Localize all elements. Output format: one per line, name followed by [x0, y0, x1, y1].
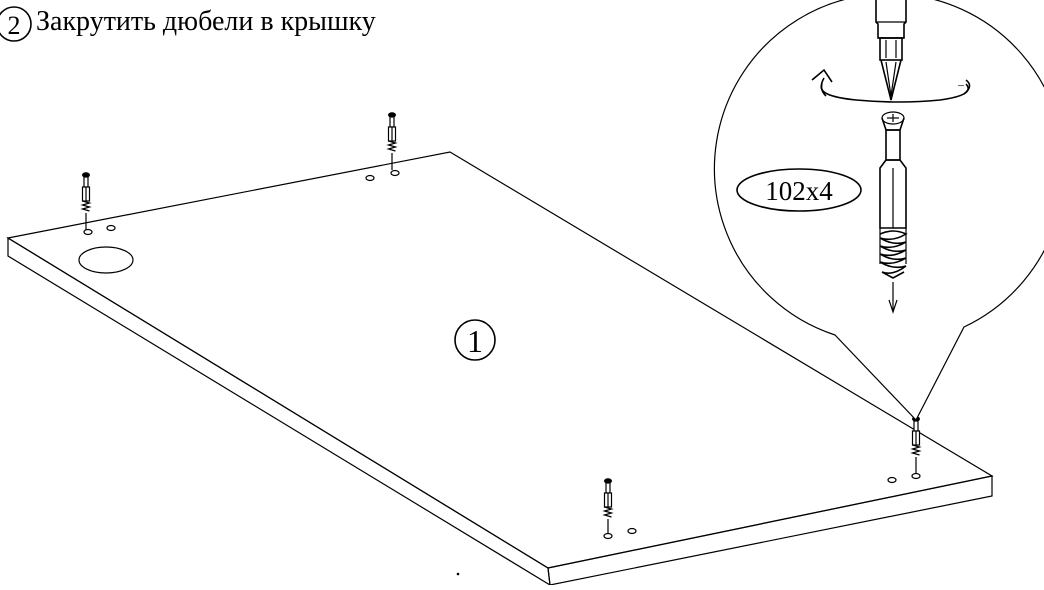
step-number: 2: [8, 11, 21, 40]
fastener-code-label: 102x4: [736, 168, 862, 212]
step-number-badge: 2: [0, 6, 32, 42]
hole: [390, 169, 400, 177]
cable-hole: [78, 246, 134, 274]
hole: [106, 224, 116, 232]
hole: [887, 476, 897, 484]
screwdriver-bit: [875, 0, 907, 101]
dowel-top-center: [386, 112, 398, 170]
hole: [83, 228, 93, 236]
hole: [365, 174, 375, 182]
dowel-enlarged: [879, 111, 908, 314]
hole: [603, 532, 613, 540]
direction-mark: –: [957, 77, 965, 91]
fastener-code: 102x4: [765, 176, 833, 206]
hole: [627, 527, 637, 535]
dowel-top-left: [80, 172, 92, 230]
step-title: Закрутить дюбели в крышку: [36, 6, 376, 37]
part-number-badge: 1: [454, 319, 496, 361]
dowel-bottom-center: [602, 478, 614, 533]
hole: [911, 472, 921, 480]
detail-callout: – 102x4: [713, 0, 1044, 422]
panel-front-edge: [7, 236, 551, 587]
rotation-arrow-icon: –: [811, 68, 971, 103]
panel-right-edge: [547, 475, 993, 586]
dowel-right: [910, 416, 922, 474]
part-number: 1: [467, 323, 483, 359]
